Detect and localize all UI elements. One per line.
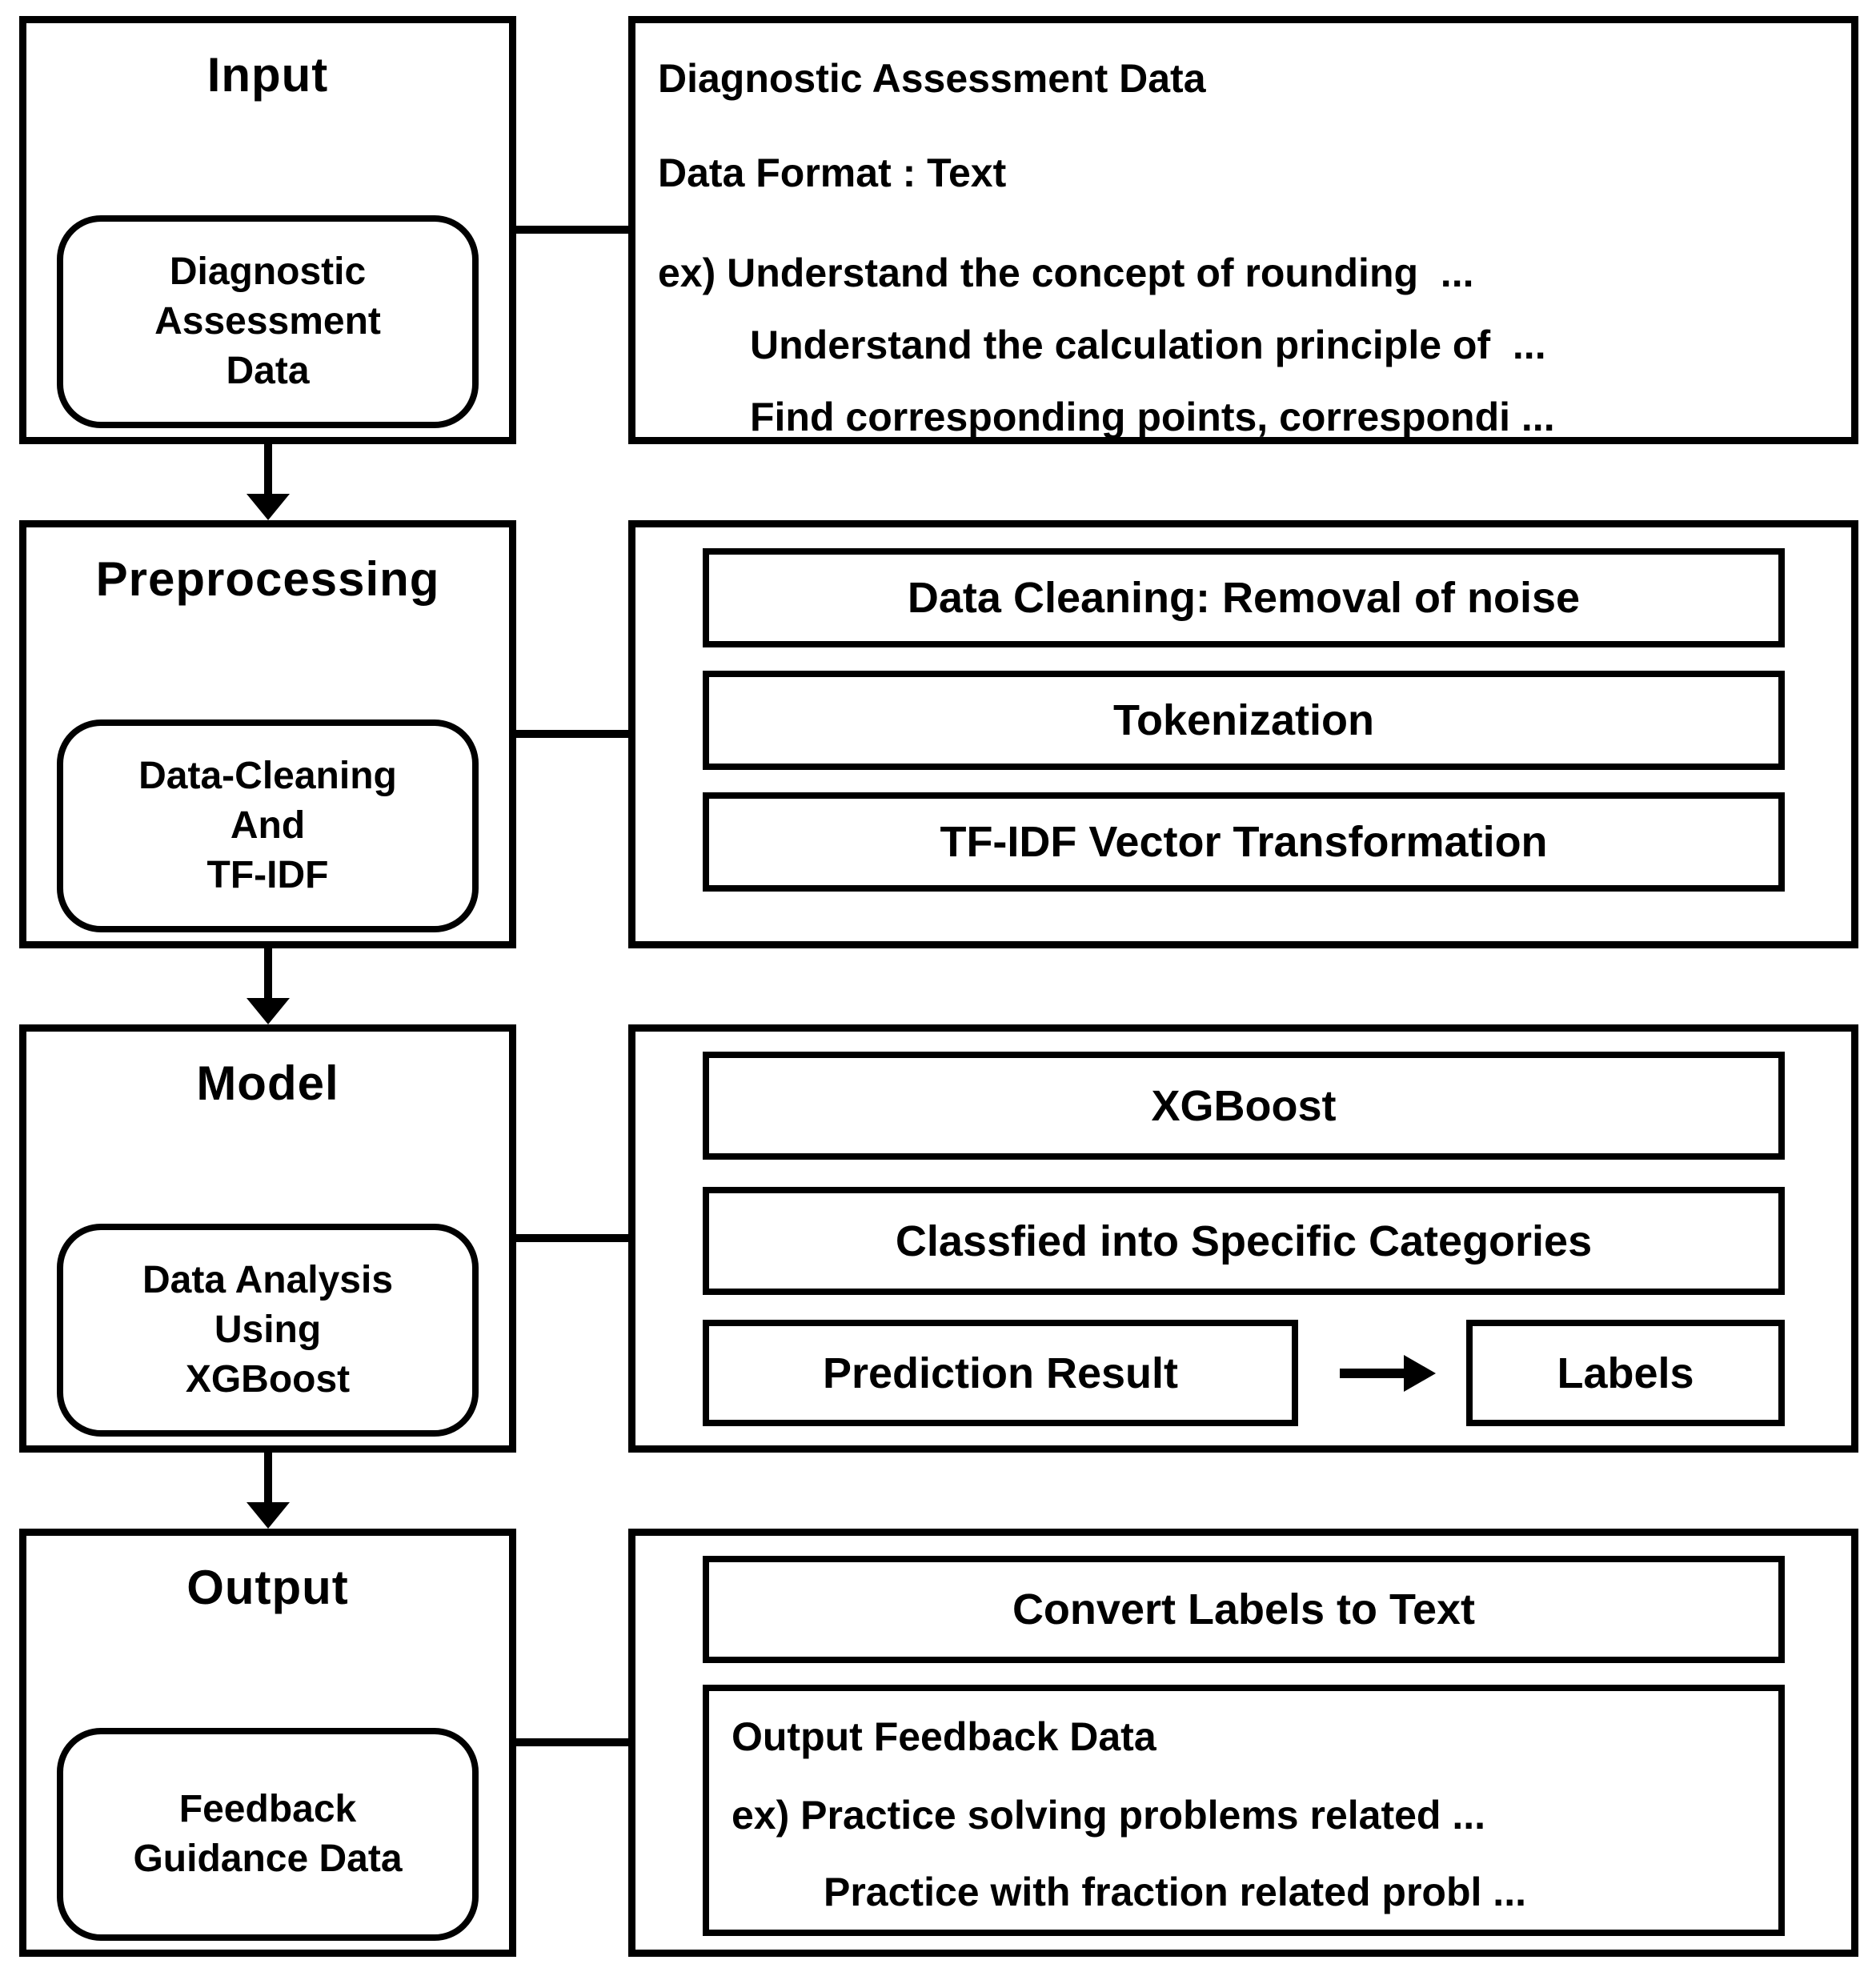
arrow-down-line (264, 1453, 272, 1505)
step-box-tfidf-vector: TF-IDF Vector Transformation (703, 792, 1785, 892)
step-label: Convert Labels to Text (1012, 1585, 1476, 1633)
arrow-right-line (1340, 1369, 1404, 1378)
node-line: Data-Cleaning (138, 755, 397, 797)
node-line: Assessment (154, 300, 381, 343)
step-box-convert-labels: Convert Labels to Text (703, 1556, 1785, 1663)
stage-box-preprocessing: Preprocessing Data-Cleaning And TF-IDF (19, 520, 516, 948)
node-line: Data Analysis (142, 1259, 394, 1301)
feedback-line: Output Feedback Data (732, 1714, 1156, 1759)
stage-node-diagnostic-assessment-data: Diagnostic Assessment Data (57, 215, 479, 428)
stage-box-output: Output Feedback Guidance Data (19, 1529, 516, 1957)
node-line: Guidance Data (133, 1838, 403, 1880)
step-label: Data Cleaning: Removal of noise (907, 574, 1581, 622)
step-box-xgboost: XGBoost (703, 1052, 1785, 1160)
arrow-down-line (264, 444, 272, 497)
stage-box-input: Input Diagnostic Assessment Data (19, 16, 516, 444)
stage-title-model: Model (196, 1056, 339, 1110)
feedback-line: Practice with fraction related probl ... (824, 1870, 1526, 1914)
detail-line: ex) Understand the concept of rounding .… (658, 251, 1474, 295)
step-box-prediction-result: Prediction Result (703, 1320, 1298, 1426)
step-label: Labels (1557, 1349, 1694, 1397)
step-box-labels: Labels (1466, 1320, 1785, 1426)
node-line: Using (214, 1309, 322, 1351)
step-box-tokenization: Tokenization (703, 671, 1785, 770)
arrow-down-icon (247, 998, 290, 1024)
stage-title-input: Input (206, 48, 329, 102)
node-line: And (230, 804, 306, 847)
connector-line-output (516, 1738, 628, 1746)
connector-line-preprocessing (516, 730, 628, 738)
stage-node-feedback-guidance-data: Feedback Guidance Data (57, 1728, 479, 1941)
feedback-data-box: Output Feedback Data ex) Practice solvin… (703, 1685, 1785, 1936)
stage-node-data-analysis-xgboost: Data Analysis Using XGBoost (57, 1224, 479, 1437)
node-line: TF-IDF (206, 854, 329, 896)
stage-box-model: Model Data Analysis Using XGBoost (19, 1024, 516, 1453)
detail-line: Find corresponding points, correspondi .… (750, 395, 1555, 439)
step-label: XGBoost (1151, 1081, 1337, 1130)
arrow-down-icon (247, 494, 290, 520)
arrow-right-icon (1404, 1355, 1436, 1392)
node-line: Feedback (178, 1788, 357, 1830)
connector-line-model (516, 1234, 628, 1242)
detail-line: Understand the calculation principle of … (750, 323, 1546, 367)
detail-box-input: Diagnostic Assessment Data Data Format :… (628, 16, 1858, 444)
stage-node-data-cleaning-tfidf: Data-Cleaning And TF-IDF (57, 719, 479, 932)
detail-box-preprocessing: Data Cleaning: Removal of noise Tokeniza… (628, 520, 1858, 948)
node-line: Diagnostic (169, 251, 367, 293)
step-label: TF-IDF Vector Transformation (940, 818, 1548, 866)
node-line: Data (226, 350, 310, 392)
detail-line: Data Format : Text (658, 150, 1007, 195)
detail-box-output: Convert Labels to Text Output Feedback D… (628, 1529, 1858, 1957)
stage-title-preprocessing: Preprocessing (95, 552, 440, 606)
step-label: Classfied into Specific Categories (895, 1216, 1593, 1265)
step-label: Tokenization (1112, 696, 1374, 744)
detail-line: Diagnostic Assessment Data (658, 56, 1206, 101)
arrow-down-icon (247, 1502, 290, 1529)
arrow-down-line (264, 948, 272, 1001)
step-box-data-cleaning: Data Cleaning: Removal of noise (703, 548, 1785, 647)
connector-line-input (516, 226, 628, 234)
feedback-line: ex) Practice solving problems related ..… (732, 1793, 1486, 1838)
node-line: XGBoost (185, 1358, 351, 1401)
step-label: Prediction Result (822, 1349, 1179, 1397)
detail-box-model: XGBoost Classfied into Specific Categori… (628, 1024, 1858, 1453)
stage-title-output: Output (186, 1561, 349, 1614)
step-box-classified-categories: Classfied into Specific Categories (703, 1187, 1785, 1295)
